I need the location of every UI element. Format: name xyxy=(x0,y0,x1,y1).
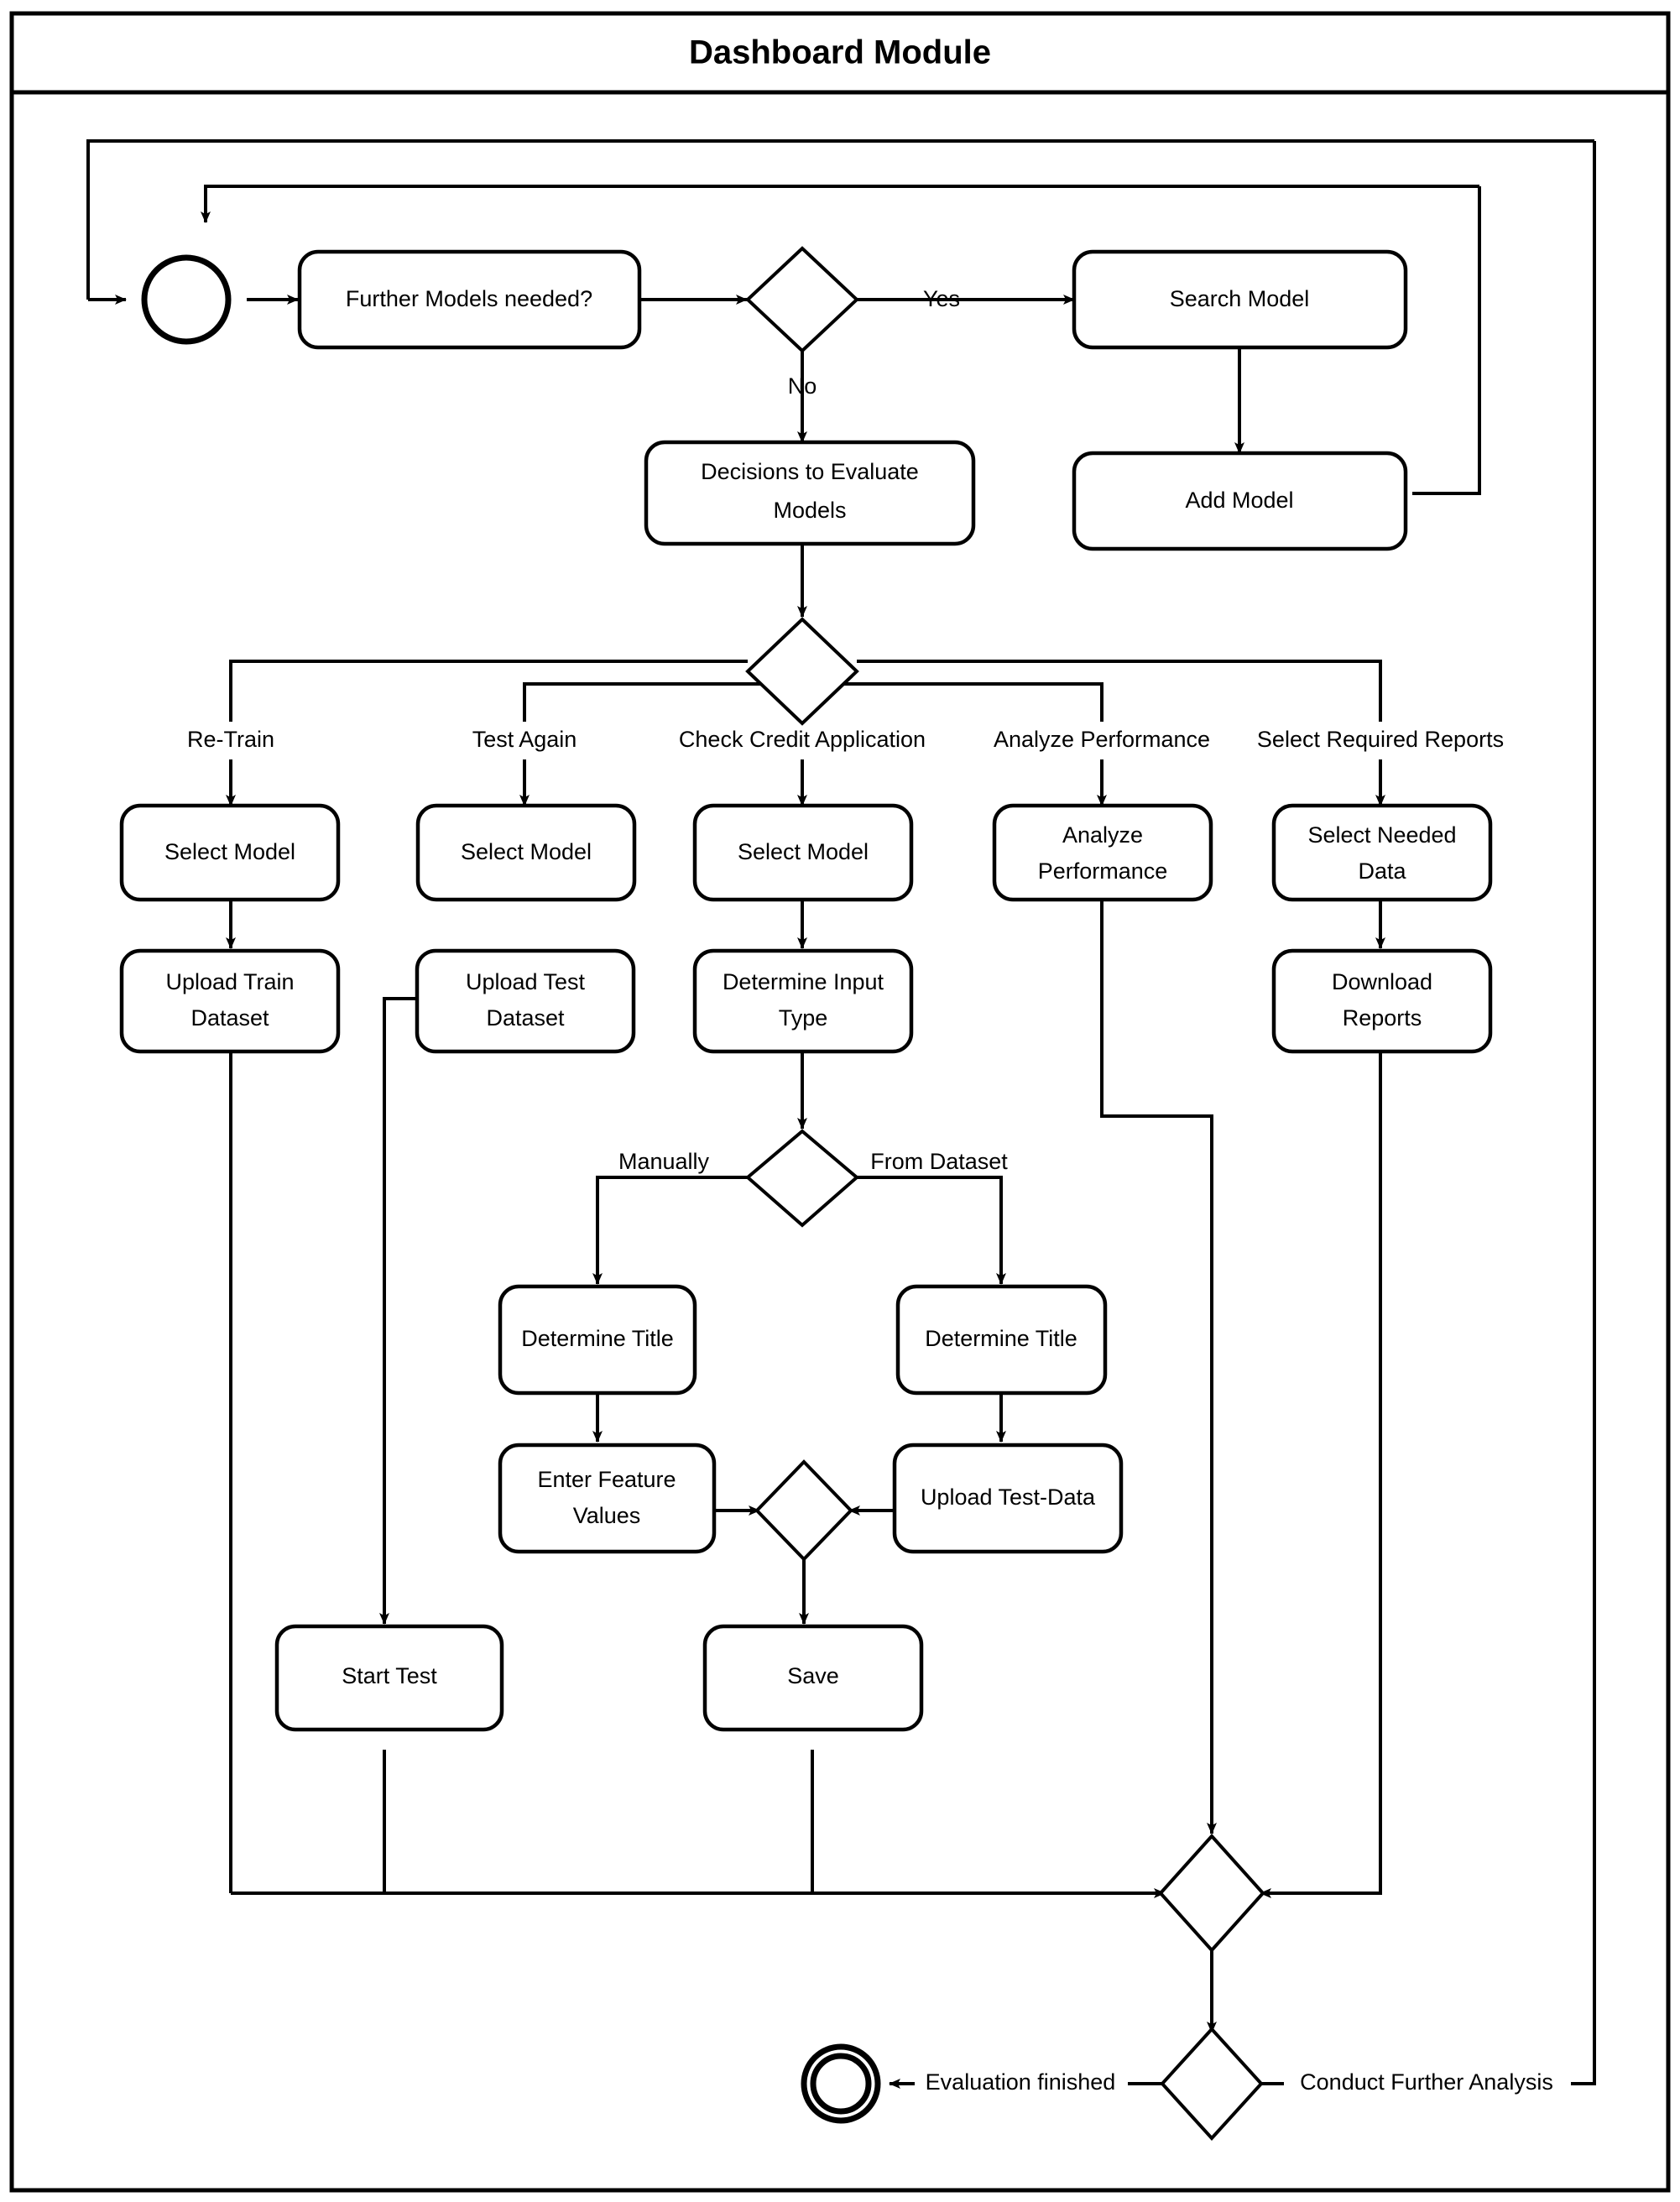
node-start-test-label: Start Test xyxy=(342,1663,437,1688)
edge-add-model-loop-to-start xyxy=(201,185,1479,223)
node-add-model[interactable] xyxy=(1072,451,1408,551)
node-analyze-performance[interactable] xyxy=(992,803,1213,902)
node-decisions-to-evaluate-line1: Decisions to Evaluate xyxy=(701,459,919,484)
label-bg-conduct-further-analysis xyxy=(1284,2068,1571,2100)
edge-label-yes: Yes xyxy=(923,286,960,311)
node-enter-feature-values[interactable] xyxy=(498,1443,717,1554)
merge-input-paths[interactable] xyxy=(754,1459,853,1562)
final-node-inner-ring xyxy=(810,2053,872,2115)
edge-label-conduct-further-analysis-top: Conduct Further Analysis xyxy=(1300,2069,1553,2095)
node-determine-title-right-label: Determine Title xyxy=(925,1326,1077,1351)
node-start-test[interactable] xyxy=(274,1624,504,1732)
decision-input-type[interactable] xyxy=(744,1129,860,1228)
edge-fork-branch-reports xyxy=(857,660,1382,722)
node-determine-title-right[interactable] xyxy=(895,1284,1108,1396)
node-enter-feature-values-line2: Values xyxy=(573,1503,641,1528)
edge-outer-loop-vertical xyxy=(86,139,1594,300)
node-further-models-needed[interactable] xyxy=(297,249,642,350)
edge-label-check-credit-application: Check Credit Application xyxy=(679,727,926,752)
node-select-model-2[interactable] xyxy=(415,803,637,902)
final-merge-node[interactable] xyxy=(1158,1834,1265,1953)
node-analyze-performance-line2: Performance xyxy=(1038,858,1168,884)
edge-conduct-further-analysis-loop xyxy=(1261,141,1596,2085)
node-determine-input-type[interactable] xyxy=(692,948,914,1054)
node-select-model-1[interactable] xyxy=(119,803,341,902)
final-decision-node[interactable] xyxy=(1160,2027,1264,2141)
node-select-needed-data-line2: Data xyxy=(1358,858,1406,884)
edge-manually-to-determine-title-left xyxy=(592,1176,748,1285)
node-search-model-label: Search Model xyxy=(1170,286,1310,311)
final-node-outer-ring xyxy=(801,2043,881,2124)
node-determine-input-type-line1: Determine Input xyxy=(723,969,884,994)
edge-fork-branch-test-again xyxy=(523,682,802,722)
edge-analyze-performance-to-final-merge xyxy=(1100,900,1217,1834)
node-decisions-to-evaluate-models[interactable] xyxy=(644,440,976,546)
node-determine-title-left-label: Determine Title xyxy=(521,1326,674,1351)
node-download-reports[interactable] xyxy=(1271,948,1493,1054)
node-upload-train-dataset-line2: Dataset xyxy=(190,1005,269,1031)
node-download-reports-line1: Download xyxy=(1332,969,1432,994)
edge-label-from-dataset: From Dataset xyxy=(870,1149,1008,1174)
node-upload-train-dataset-line1: Upload Train xyxy=(165,969,294,994)
edge-label-evaluation-finished-top: Evaluation finished xyxy=(926,2069,1116,2095)
node-select-model-3[interactable] xyxy=(692,803,914,902)
label-bg-evaluation-finished xyxy=(915,2068,1128,2100)
decision-further-models[interactable] xyxy=(745,246,859,353)
edge-download-reports-to-final-merge xyxy=(1260,1051,1382,1898)
node-decisions-to-evaluate-line2: Models xyxy=(773,498,846,523)
edge-label-select-required-reports: Select Required Reports xyxy=(1257,727,1504,752)
edge-fork-branch-analyze xyxy=(802,682,1103,722)
edge-from-dataset-to-determine-title-right xyxy=(857,1176,1006,1285)
edge-label-re-train: Re-Train xyxy=(187,727,274,752)
node-add-model-label: Add Model xyxy=(1185,488,1293,513)
node-select-needed-data[interactable] xyxy=(1271,803,1493,902)
edge-add-model-loop-right xyxy=(1412,186,1481,495)
edge-upload-test-dataset-to-start-test xyxy=(379,997,417,1625)
page-title: Dashboard Module xyxy=(689,34,991,71)
initial-node xyxy=(141,254,232,345)
edge-label-analyze-performance: Analyze Performance xyxy=(994,727,1210,752)
node-further-models-needed-label: Further Models needed? xyxy=(346,286,592,311)
node-select-model-3-label: Select Model xyxy=(738,839,869,864)
diagram-frame xyxy=(9,11,1671,2193)
node-select-model-2-label: Select Model xyxy=(461,839,592,864)
edge-fork-branch-retrain xyxy=(229,660,748,722)
edge-label-manually: Manually xyxy=(618,1149,710,1174)
fork-decision-node[interactable] xyxy=(745,617,859,726)
node-save-label: Save xyxy=(787,1663,839,1688)
node-download-reports-line2: Reports xyxy=(1343,1005,1422,1031)
node-search-model[interactable] xyxy=(1072,249,1408,350)
node-enter-feature-values-line1: Enter Feature xyxy=(537,1467,676,1492)
node-select-model-1-label: Select Model xyxy=(164,839,295,864)
node-upload-test-dataset-line2: Dataset xyxy=(486,1005,565,1031)
node-analyze-performance-line1: Analyze xyxy=(1062,822,1143,848)
node-upload-test-data-label: Upload Test-Data xyxy=(921,1485,1096,1510)
edge-label-test-again: Test Again xyxy=(472,727,577,752)
node-upload-train-dataset[interactable] xyxy=(119,948,341,1054)
node-upload-test-data[interactable] xyxy=(892,1443,1124,1554)
node-upload-test-dataset-line1: Upload Test xyxy=(466,969,586,994)
node-select-needed-data-line1: Select Needed xyxy=(1307,822,1456,848)
node-determine-input-type-line2: Type xyxy=(779,1005,828,1031)
edge-label-no: No xyxy=(788,373,817,399)
node-determine-title-left[interactable] xyxy=(498,1284,697,1396)
node-save[interactable] xyxy=(702,1624,924,1732)
node-upload-test-dataset[interactable] xyxy=(415,948,636,1054)
